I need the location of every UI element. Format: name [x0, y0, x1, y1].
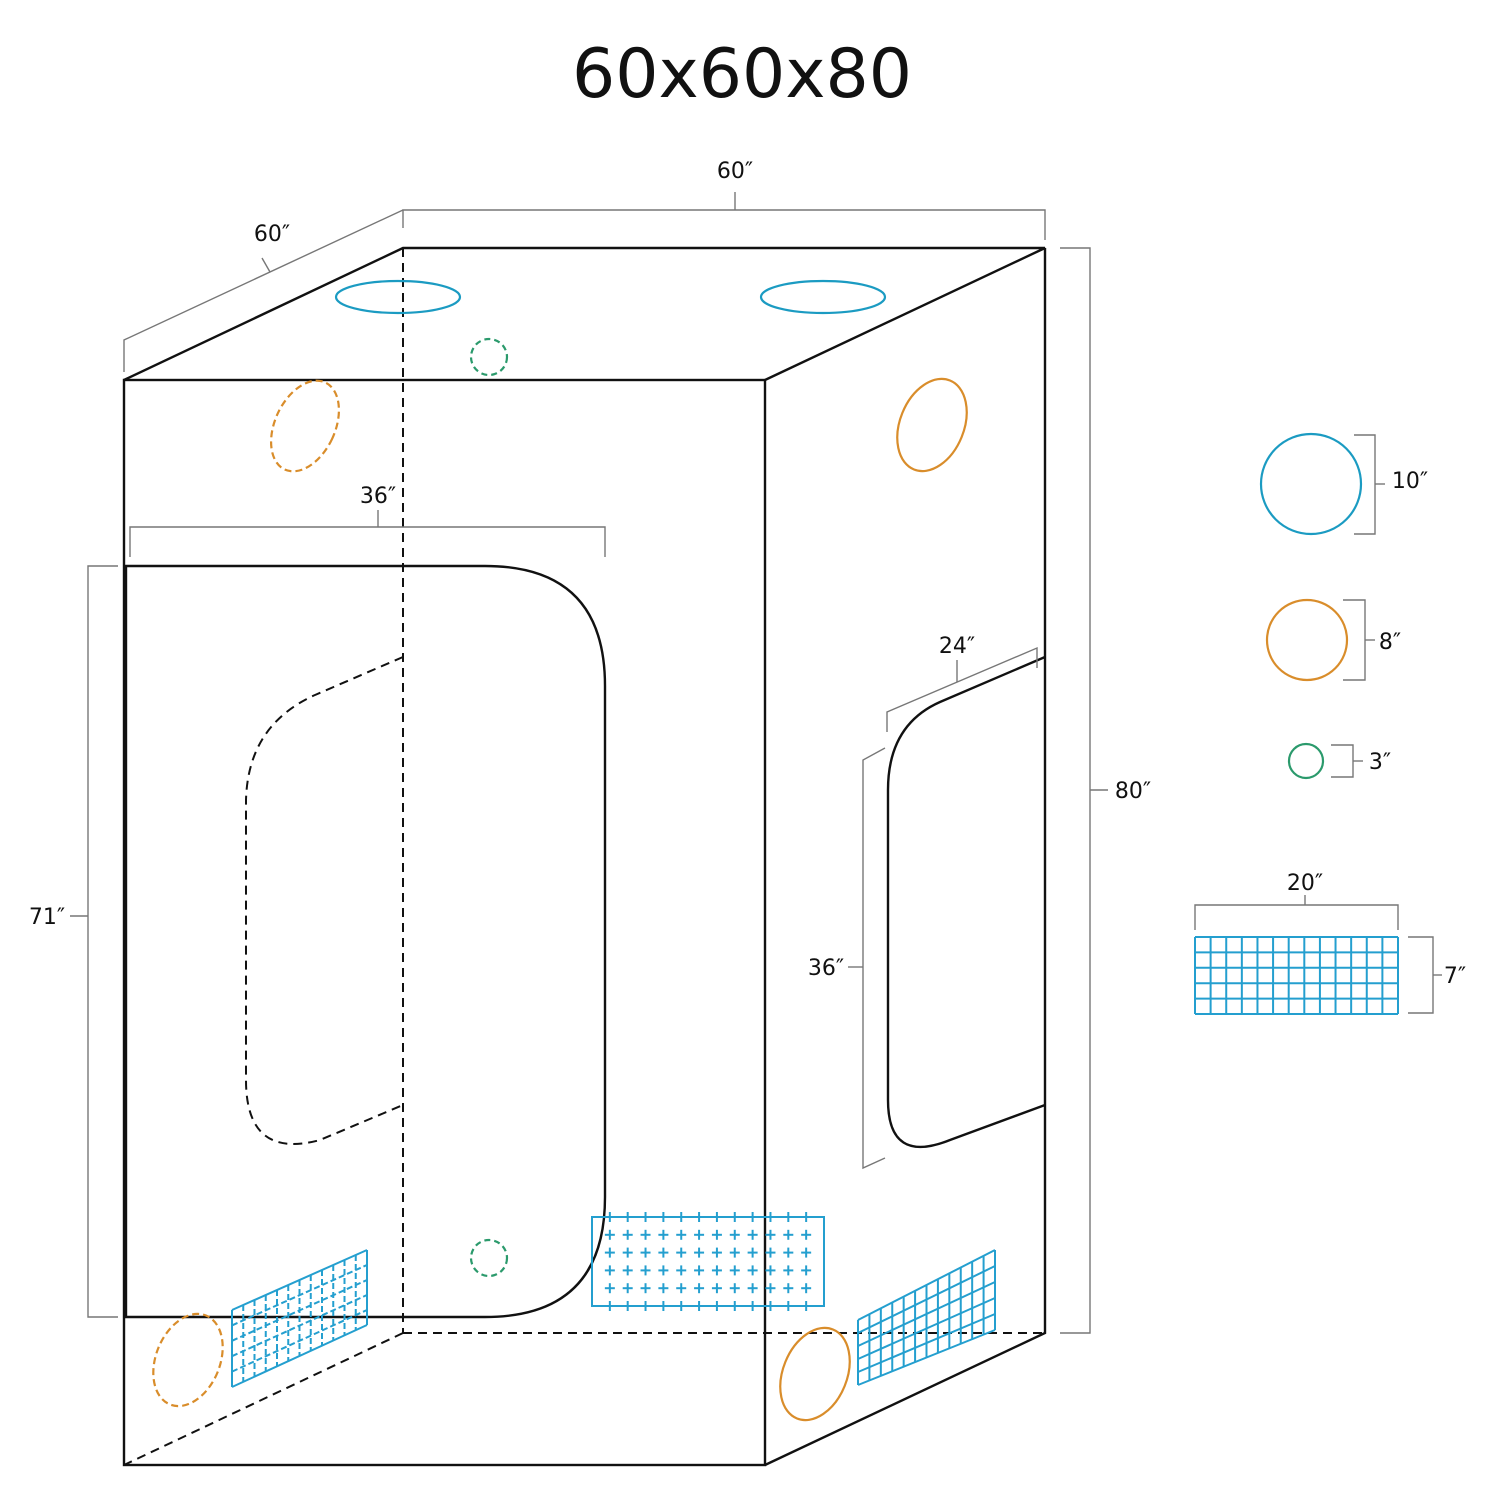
left-vent-row: [231, 1249, 368, 1311]
duct-ports: [152, 279, 968, 1422]
legend-vent-height-label: 7″: [1444, 964, 1466, 989]
right-vent-row: [857, 1265, 996, 1334]
duct-10-top-left: [334, 279, 462, 315]
legend-vent-width-label: 20″: [1287, 871, 1323, 896]
duct-3-top: [469, 337, 509, 377]
legend-duct-8-icon: [1265, 598, 1349, 682]
right-vent-row: [857, 1281, 996, 1347]
side-door-height-label: 36″: [808, 956, 844, 981]
vent-windows: [231, 936, 1399, 1388]
duct-8-right-top: [896, 377, 968, 473]
duct-8-right-bottom: [779, 1326, 851, 1422]
left-vent-row: [231, 1279, 368, 1342]
left-vent-row: [231, 1324, 368, 1388]
duct-8-left-top: [269, 379, 341, 473]
left-vent-row: [231, 1294, 368, 1358]
legend-duct-3-icon: [1287, 742, 1325, 780]
right-vent-row: [857, 1249, 996, 1321]
legend-duct-3-label: 3″: [1369, 750, 1391, 775]
back-door: [245, 656, 404, 1145]
legend-duct-10-icon: [1259, 432, 1363, 536]
side-door-width-label: 24″: [939, 634, 975, 659]
legend: [1194, 432, 1442, 1014]
front-door-width-label: 36″: [360, 484, 396, 509]
legend-duct-10-label: 10″: [1392, 469, 1428, 494]
right-vent-row: [857, 1313, 996, 1373]
left-vent-row: [231, 1309, 368, 1373]
duct-3-back: [469, 1238, 509, 1278]
duct-10-top-right: [759, 279, 887, 315]
right-vent-row: [857, 1297, 996, 1360]
depth-label: 60″: [254, 222, 290, 247]
front-door: [124, 564, 607, 1319]
width-label: 60″: [717, 159, 753, 184]
front-door-height-label: 71″: [29, 905, 65, 930]
back-vent: [591, 1216, 825, 1307]
tent-outline: [122, 246, 1047, 1467]
left-vent-row: [231, 1264, 368, 1327]
side-door: [886, 655, 1046, 1149]
right-vent-row: [857, 1329, 996, 1386]
height-label: 80″: [1115, 779, 1151, 804]
diagram-title: 60x60x80: [572, 35, 912, 114]
duct-8-left-bottom: [152, 1312, 224, 1408]
legend-duct-8-label: 8″: [1379, 630, 1401, 655]
dimension-lines: [70, 192, 1108, 1334]
